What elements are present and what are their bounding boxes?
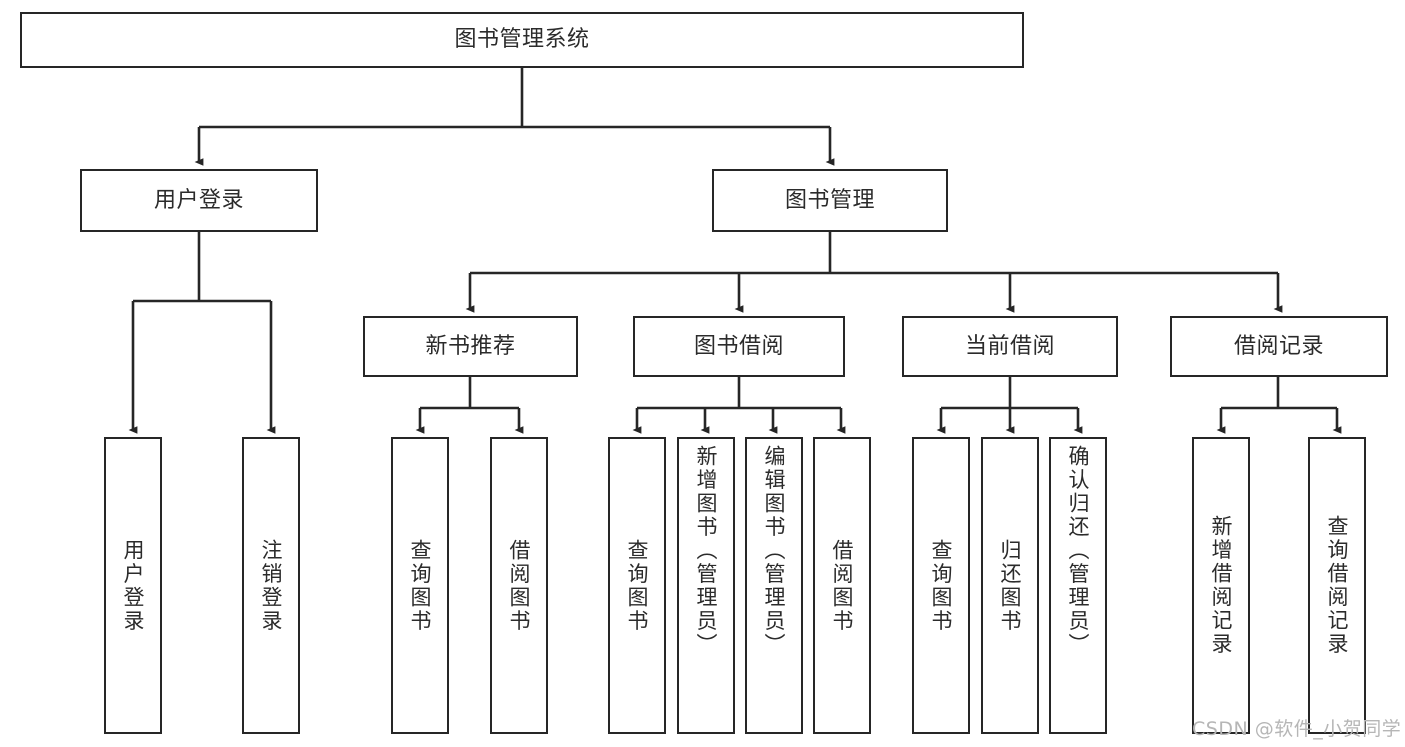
node-label: 查询图书 [929,538,954,633]
leaf-borrow-book-recommend[interactable]: 借阅图书 [490,437,548,734]
node-root-book-management-system[interactable]: 图书管理系统 [20,12,1024,68]
leaf-user-login[interactable]: 用户登录 [104,437,162,734]
node-label: 图书管理 [784,187,875,213]
node-label: 查询图书 [625,538,650,633]
leaf-query-book-borrow[interactable]: 查询图书 [608,437,666,734]
leaf-add-book-admin[interactable]: 新增图书（管理员） [677,437,735,734]
node-label: 图书借阅 [693,333,784,359]
node-label: 归还图书 [998,538,1023,633]
node-label: 确认归还（管理员） [1066,445,1091,657]
node-book-borrow[interactable]: 图书借阅 [633,316,845,377]
leaf-edit-book-admin[interactable]: 编辑图书（管理员） [745,437,803,734]
node-user-login[interactable]: 用户登录 [80,169,318,232]
node-label: 当前借阅 [964,333,1055,359]
node-label: 用户登录 [121,538,146,633]
node-label: 新书推荐 [425,333,516,359]
leaf-add-borrow-record[interactable]: 新增借阅记录 [1192,437,1250,734]
node-label: 借阅记录 [1233,333,1324,359]
node-label: 用户登录 [153,187,244,213]
node-label: 图书管理系统 [454,27,590,53]
leaf-confirm-return-admin[interactable]: 确认归还（管理员） [1049,437,1107,734]
node-label: 查询图书 [408,538,433,633]
node-label: 借阅图书 [830,538,855,633]
leaf-borrow-book[interactable]: 借阅图书 [813,437,871,734]
csdn-watermark: CSDN @软件_小贺同学 [1192,718,1402,740]
node-label: 新增图书（管理员） [694,445,719,657]
node-label: 借阅图书 [507,538,532,633]
node-label: 查询借阅记录 [1325,515,1350,656]
node-new-book-recommend[interactable]: 新书推荐 [363,316,578,377]
leaf-user-logout[interactable]: 注销登录 [242,437,300,734]
leaf-return-book[interactable]: 归还图书 [981,437,1039,734]
leaf-query-book-recommend[interactable]: 查询图书 [391,437,449,734]
leaf-query-book-current[interactable]: 查询图书 [912,437,970,734]
node-label: 编辑图书（管理员） [762,445,787,657]
node-book-management[interactable]: 图书管理 [712,169,948,232]
node-label: 注销登录 [259,538,284,633]
node-label: 新增借阅记录 [1209,515,1234,656]
node-borrow-record[interactable]: 借阅记录 [1170,316,1388,377]
node-current-borrow[interactable]: 当前借阅 [902,316,1118,377]
leaf-query-borrow-record[interactable]: 查询借阅记录 [1308,437,1366,734]
